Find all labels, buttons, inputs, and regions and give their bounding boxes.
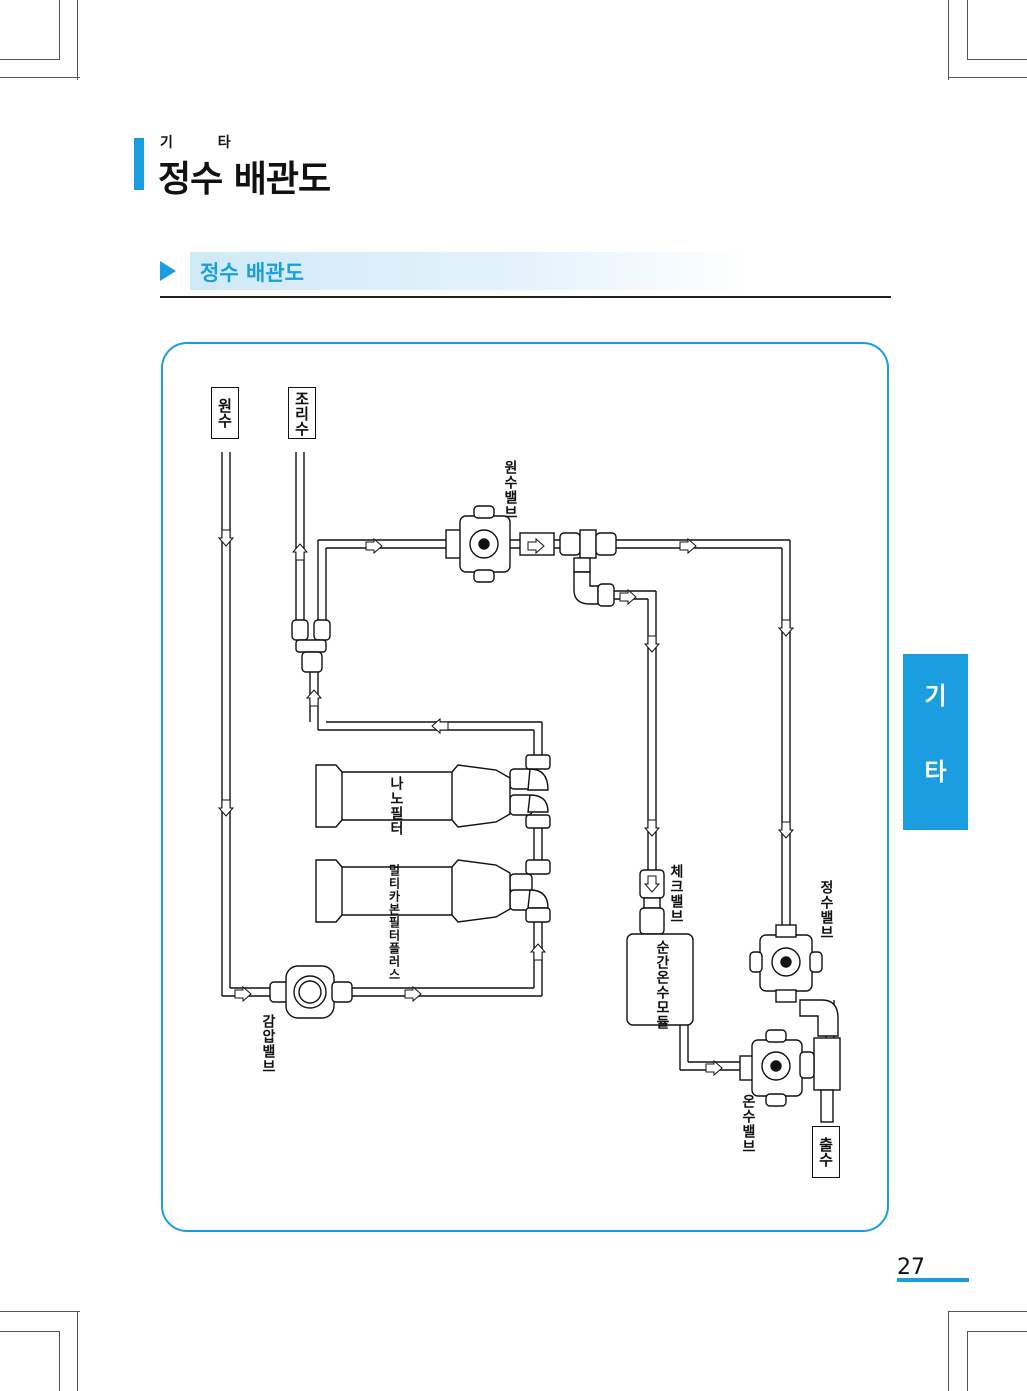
crop-mark <box>967 0 968 60</box>
tee-fitting-cooking <box>291 619 331 673</box>
filter-multi-carbon <box>315 859 511 923</box>
diagram-frame <box>161 342 889 1232</box>
filter-multi-label: 멀티카본필터플러스 <box>387 864 401 981</box>
flow-arrows <box>217 529 795 1077</box>
filter-nano <box>315 764 511 828</box>
crop-mark <box>0 77 80 78</box>
filter-nano-label: 나노필터 <box>388 776 404 836</box>
crop-mark <box>59 0 60 60</box>
outlet-label-box: 출수 <box>812 1126 840 1178</box>
filter-fittings <box>509 754 551 923</box>
crop-mark <box>967 1331 968 1391</box>
crop-mark <box>0 1331 60 1332</box>
crop-mark <box>77 0 78 80</box>
play-arrow-icon <box>160 261 176 281</box>
hot-valve-label: 온수밸브 <box>740 1094 756 1154</box>
instant-heater-module <box>626 933 694 1026</box>
cooking-water-tube <box>295 452 305 620</box>
tube-tee-to-raw-valve <box>317 539 446 620</box>
purified-valve <box>749 924 839 1037</box>
raw-valve-label: 원수밸브 <box>502 460 518 520</box>
tube-heater-to-hot-valve <box>679 1025 742 1071</box>
crop-mark <box>967 1331 1027 1332</box>
side-tab-char-1: 기 <box>924 682 947 710</box>
tube-between-filters <box>533 828 543 860</box>
crop-mark <box>967 59 1027 60</box>
side-chapter-tab <box>903 654 968 830</box>
crop-mark <box>948 1311 949 1391</box>
section-label: 기 타 <box>160 135 251 151</box>
crop-mark <box>0 59 60 60</box>
tee-fitting-main <box>559 529 617 607</box>
crop-mark <box>59 1331 60 1391</box>
check-valve <box>639 869 665 935</box>
title-accent-bar <box>134 138 144 190</box>
page-title: 정수 배관도 <box>158 159 331 200</box>
crop-mark <box>0 1311 80 1312</box>
tube-to-purified-valve <box>616 539 791 925</box>
hot-water-valve <box>739 1029 815 1107</box>
heater-label: 순간온수모듈 <box>654 940 670 1030</box>
subheading-rule <box>160 296 891 298</box>
cooking-water-label-box: 조리수 <box>288 387 316 439</box>
purified-valve-label: 정수밸브 <box>818 880 834 940</box>
check-valve-label: 체크밸브 <box>668 864 684 924</box>
side-tab-char-2: 타 <box>924 758 947 786</box>
crop-mark <box>948 0 949 80</box>
inlet-label-box: 원수 <box>211 387 239 439</box>
crop-mark <box>948 77 1027 78</box>
crop-mark <box>77 1311 78 1391</box>
raw-valve <box>445 505 511 583</box>
crop-mark <box>948 1311 1027 1312</box>
tube-nano-to-tee <box>309 672 543 755</box>
page-number-rule <box>897 1278 969 1282</box>
pressure-valve-label: 감압밸브 <box>260 1014 276 1074</box>
pressure-valve <box>269 965 353 1019</box>
subheading-title: 정수 배관도 <box>200 261 304 285</box>
page-number: 27 <box>897 1255 925 1280</box>
tube-to-multi-filter <box>350 920 543 997</box>
subheading-background <box>190 252 750 290</box>
